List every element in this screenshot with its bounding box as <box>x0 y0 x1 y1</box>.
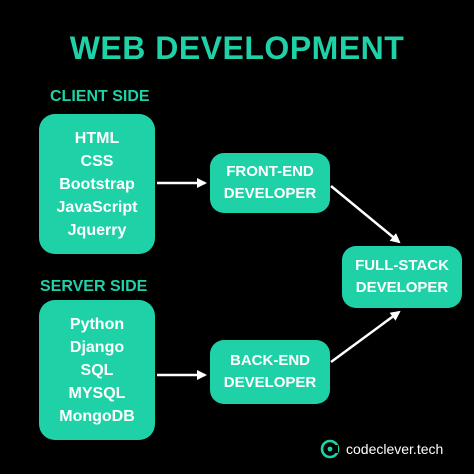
codeclever-logo-icon <box>320 439 340 459</box>
client-item: Bootstrap <box>59 175 135 193</box>
full-stack-developer-box: FULL-STACK DEVELOPER <box>342 246 462 308</box>
front-end-developer-box: FRONT-END DEVELOPER <box>210 153 330 213</box>
front-end-line1: FRONT-END <box>226 163 314 180</box>
server-item: MongoDB <box>59 407 135 425</box>
server-item: SQL <box>80 361 114 379</box>
brand-footer: codeclever.tech <box>320 438 443 460</box>
full-stack-line2: DEVELOPER <box>355 279 449 296</box>
client-item: CSS <box>80 152 114 170</box>
full-stack-line1: FULL-STACK <box>355 257 449 274</box>
server-item: Django <box>69 338 125 356</box>
server-item: Python <box>69 315 125 333</box>
server-side-label: SERVER SIDE <box>40 278 148 295</box>
back-end-developer-box: BACK-END DEVELOPER <box>210 340 330 404</box>
client-item: JavaScript <box>56 198 138 216</box>
client-item: HTML <box>74 129 120 147</box>
client-side-box: HTML CSS Bootstrap JavaScript Jquerry <box>39 114 155 254</box>
client-item: Jquerry <box>67 221 127 239</box>
front-end-to-full-stack-arrow <box>330 185 401 244</box>
server-side-box: Python Django SQL MYSQL MongoDB <box>39 300 155 440</box>
brand-name: codeclever.tech <box>346 441 444 457</box>
page-title: WEB DEVELOPMENT <box>69 30 405 66</box>
server-item: MYSQL <box>68 384 126 402</box>
client-side-label: CLIENT SIDE <box>50 88 150 105</box>
back-end-line1: BACK-END <box>230 352 310 369</box>
front-end-line2: DEVELOPER <box>223 185 317 202</box>
back-end-line2: DEVELOPER <box>223 374 317 391</box>
back-end-to-full-stack-arrow <box>330 310 401 364</box>
